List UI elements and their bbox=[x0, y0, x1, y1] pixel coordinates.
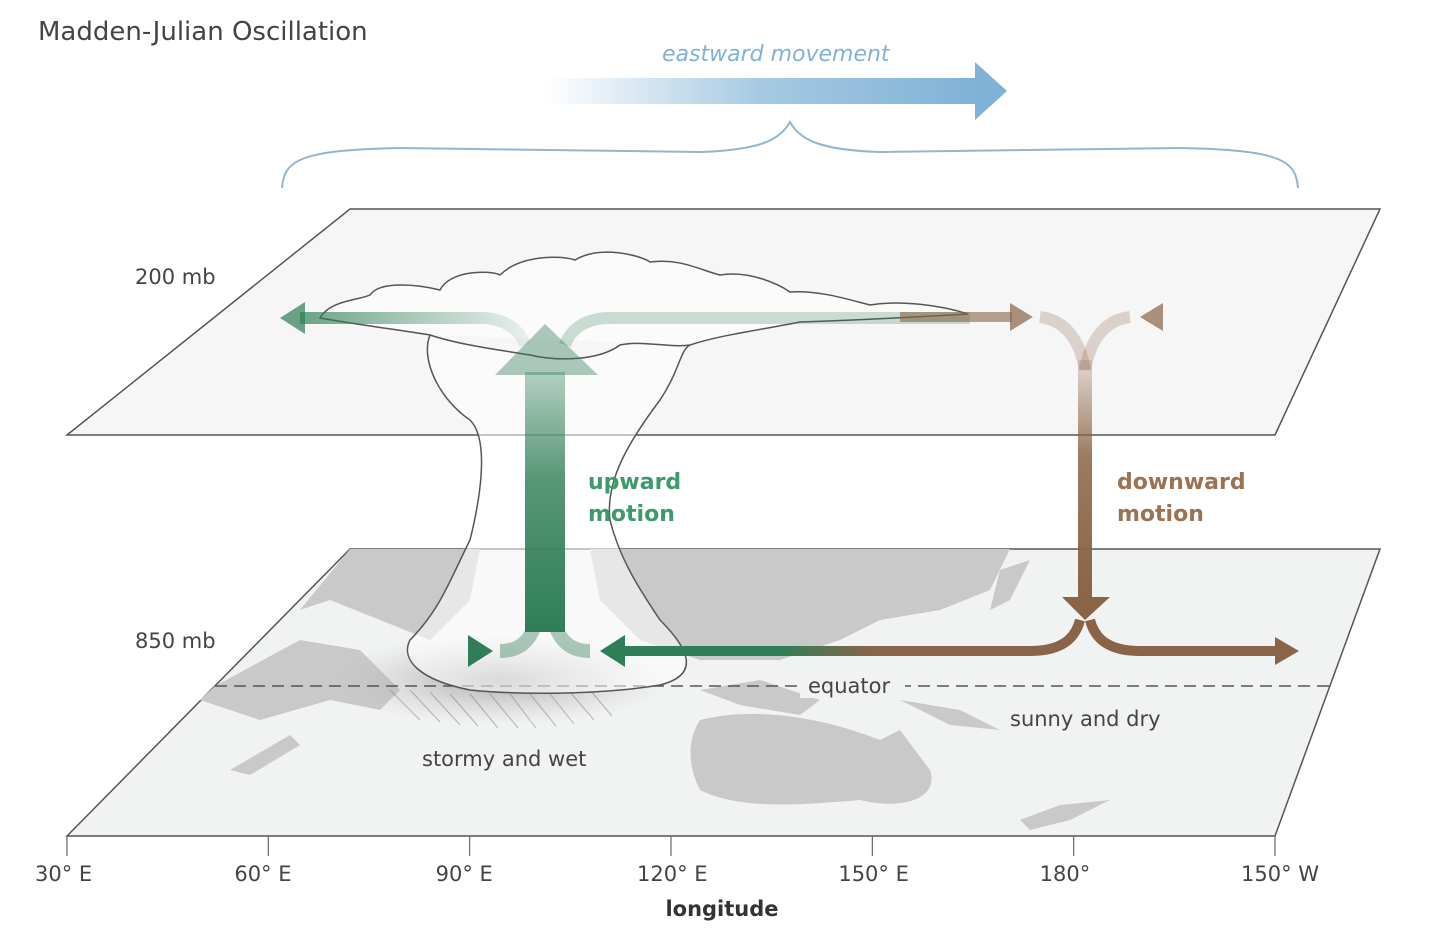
convective-cloud bbox=[318, 251, 969, 695]
downward-motion-arrow-icon bbox=[1062, 360, 1110, 620]
upper-green-arrow-icon bbox=[280, 302, 970, 348]
sunny-dry-label: sunny and dry bbox=[1010, 707, 1161, 731]
level-label-850mb: 850 mb bbox=[135, 629, 216, 653]
extent-brace bbox=[281, 119, 1299, 189]
downward-motion-label-1: downward bbox=[1117, 470, 1246, 495]
rain-streaks bbox=[389, 689, 613, 729]
axis-tick-label: 150° W bbox=[1241, 862, 1319, 886]
longitude-axis: 30° E 60° E 90° E 120° E 150° E 180° 150° W bbox=[35, 836, 1319, 886]
lower-brown-arrow-icon bbox=[1085, 618, 1299, 665]
stormy-wet-label: stormy and wet bbox=[422, 747, 586, 771]
axis-tick-label: 30° E bbox=[35, 862, 92, 886]
eastward-movement-label: eastward movement bbox=[662, 42, 891, 67]
upward-motion-arrow-icon bbox=[495, 324, 598, 632]
lower-green-arrows-icon bbox=[300, 618, 1085, 667]
eastward-arrow-icon bbox=[545, 62, 1007, 120]
axis-tick-label: 60° E bbox=[234, 862, 291, 886]
equator-label: equator bbox=[808, 674, 891, 698]
axis-tick-label: 120° E bbox=[637, 862, 708, 886]
upward-motion-label-2: motion bbox=[588, 502, 675, 527]
level-label-200mb: 200 mb bbox=[135, 265, 216, 289]
upward-motion-label-1: upward bbox=[588, 470, 681, 495]
downward-motion-label-2: motion bbox=[1117, 502, 1204, 527]
axis-label: longitude bbox=[665, 897, 778, 921]
axis-tick-label: 150° E bbox=[838, 862, 909, 886]
axis-tick-label: 180° bbox=[1040, 862, 1091, 886]
axis-tick-label: 90° E bbox=[436, 862, 493, 886]
diagram-title: Madden-Julian Oscillation bbox=[38, 17, 368, 47]
